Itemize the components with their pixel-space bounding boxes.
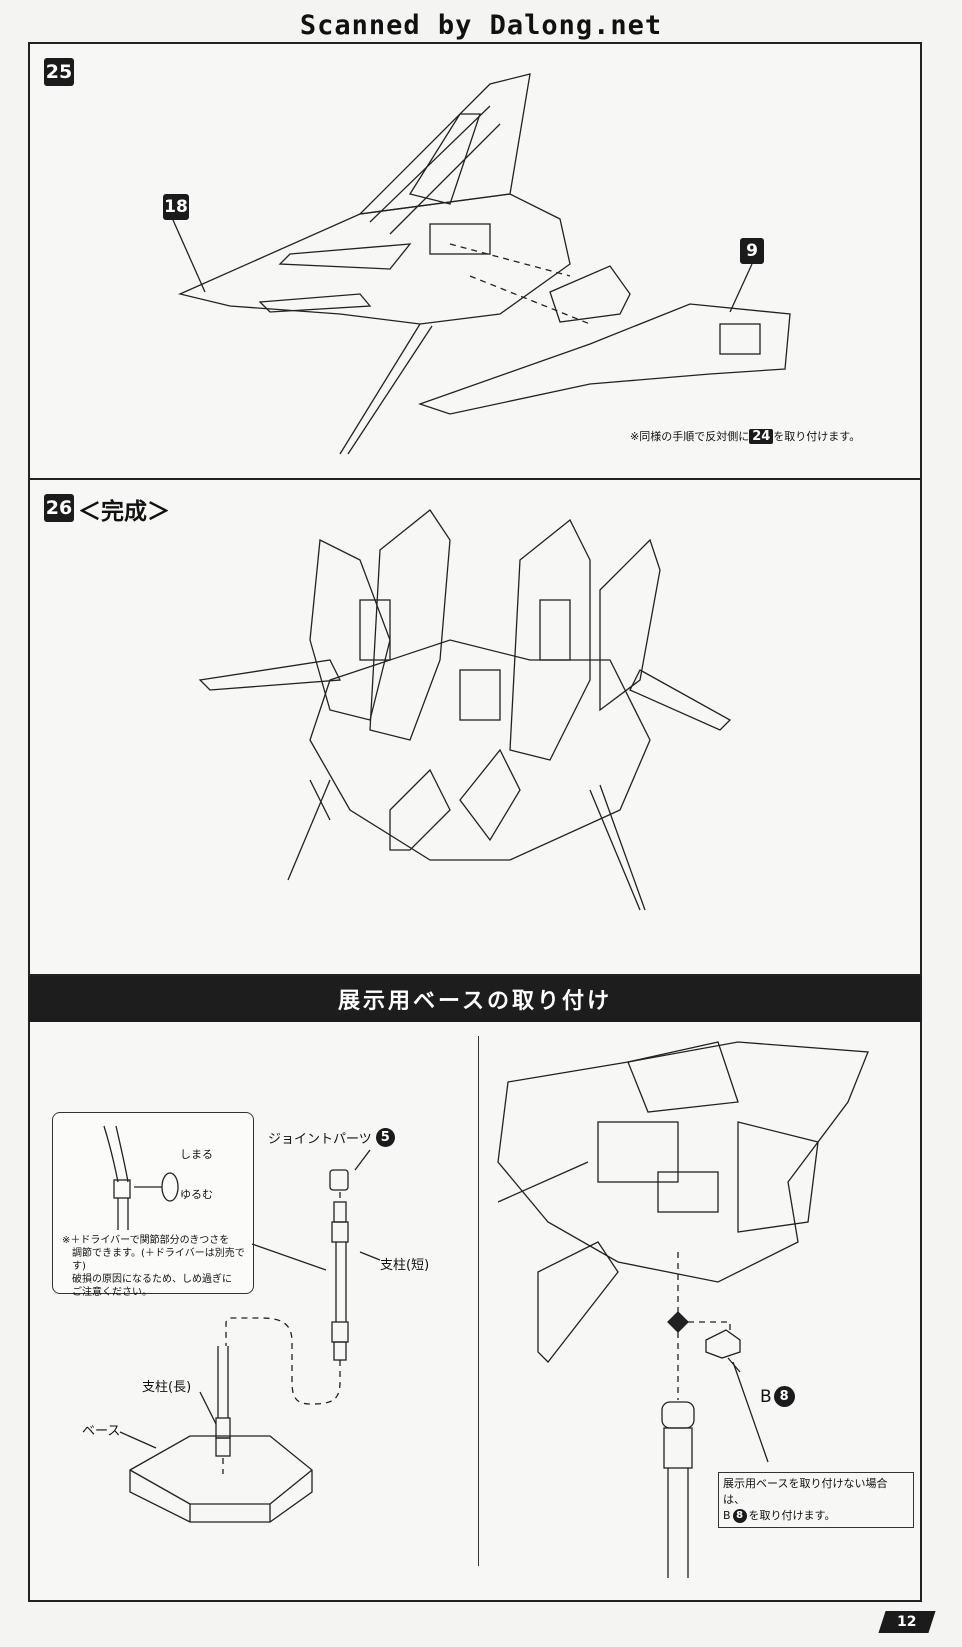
part-b8-number: 8 — [773, 1386, 795, 1407]
joint-parts-number: 5 — [375, 1128, 395, 1147]
callout-9: 9 — [740, 238, 764, 264]
base-label: ベース — [82, 1424, 121, 1439]
driver-note-line-1: ※＋ドライバーで関節部分のきつさを — [62, 1235, 230, 1246]
long-post-label: 支柱(長) — [142, 1380, 192, 1395]
part-b8-letter: B — [760, 1386, 772, 1407]
base-section-banner: 展示用ベースの取り付け — [28, 976, 922, 1022]
step-26-title: ＜完成＞ — [78, 499, 170, 525]
alt-mount-number: 8 — [732, 1509, 747, 1523]
joint-closeup-illustration — [103, 1125, 179, 1230]
driver-note-line-3: 破損の原因になるため、しめ過ぎに — [72, 1274, 232, 1285]
alt-mount-letter: B — [723, 1509, 731, 1522]
alt-mount-suffix: を取り付けます。 — [748, 1509, 836, 1522]
scan-watermark: Scanned by Dalong.net — [299, 10, 663, 41]
alt-mount-note: 展示用ベースを取り付けない場合は、 B 8 を取り付けます。 — [718, 1472, 914, 1528]
step-25-note-prefix: ※同様の手順で反対側に — [630, 430, 750, 443]
joint-parts-text: ジョイントパーツ — [268, 1132, 372, 1147]
page-number: 12 — [878, 1611, 936, 1633]
driver-note-box — [52, 1112, 254, 1294]
mounting-closeup-illustration — [497, 1041, 869, 1578]
driver-note-line-2: 調節できます。(＋ドライバーは別売です) — [72, 1248, 245, 1272]
base-section-panel: しまる ゆるむ ※＋ドライバーで関節部分のきつさを 調節できます。(＋ドライバー… — [28, 1022, 922, 1602]
driver-note-text: ※＋ドライバーで関節部分のきつさを 調節できます。(＋ドライバーは別売です) 破… — [62, 1234, 252, 1299]
tighten-label: しまる — [180, 1148, 213, 1161]
step-25-number: 25 — [44, 58, 74, 86]
fighter-assembly-illustration — [172, 73, 791, 455]
stand-assembly-illustration — [119, 1149, 381, 1523]
page-number-text: 12 — [897, 1614, 917, 1630]
part-24-tag: 24 — [749, 429, 774, 444]
part-b8-label: B 8 — [760, 1386, 795, 1407]
step-25-note-suffix: を取り付けます。 — [773, 430, 861, 443]
joint-parts-label: ジョイントパーツ 5 — [268, 1128, 395, 1147]
alt-mount-note-line-2: B 8 を取り付けます。 — [723, 1508, 909, 1524]
section-divider — [478, 1036, 479, 1566]
short-post-label: 支柱(短) — [380, 1258, 430, 1273]
alt-mount-note-line-1: 展示用ベースを取り付けない場合は、 — [723, 1477, 888, 1506]
driver-note-line-4: ご注意ください。 — [72, 1287, 152, 1298]
step-26-number: 26 — [44, 494, 74, 522]
step-26-panel: 26 ＜完成＞ — [28, 480, 922, 976]
completed-fighter-illustration — [198, 509, 732, 911]
callout-18: 18 — [163, 194, 189, 220]
loosen-label: ゆるむ — [180, 1188, 213, 1201]
